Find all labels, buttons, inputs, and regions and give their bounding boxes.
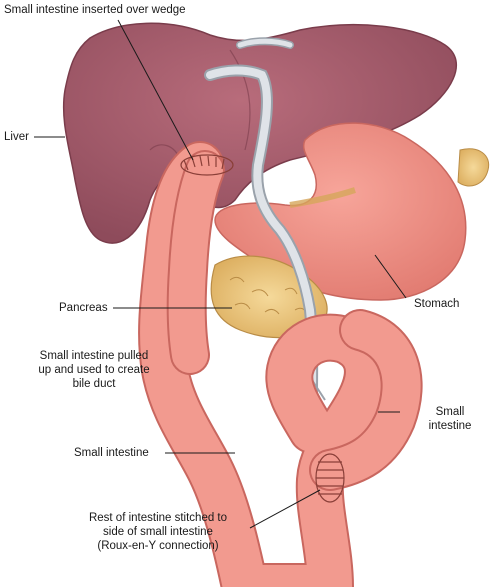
- stitches-roux: [315, 453, 345, 503]
- small-intestine-loop: [138, 141, 423, 587]
- pulled-up-line-3: bile duct: [72, 378, 116, 390]
- label-roux: Rest of intestine stitched to side of sm…: [73, 511, 243, 553]
- leader-lines: [34, 19, 407, 529]
- pulled-up-line-2: up and used to create: [38, 364, 150, 376]
- label-liver: Liver: [4, 131, 29, 143]
- label-pancreas: Pancreas: [59, 302, 108, 314]
- stitches-top: [180, 154, 234, 176]
- roux-line-3: (Roux-en-Y connection): [97, 540, 219, 552]
- pulled-up-line-1: Small intestine pulled: [39, 350, 149, 362]
- label-pulled-up: Small intestine pulled up and used to cr…: [22, 349, 166, 391]
- label-stomach: Stomach: [414, 298, 460, 310]
- small-intestine-right-line-2: intestine: [428, 420, 472, 432]
- pancreas-tail: [457, 148, 490, 187]
- small-intestine-right-line-1: Small: [435, 406, 465, 418]
- roux-line-1: Rest of intestine stitched to: [88, 512, 228, 524]
- roux-line-2: side of small intestine: [103, 526, 213, 538]
- label-small-intestine-left: Small intestine: [74, 447, 149, 459]
- label-small-intestine-right: Small intestine: [420, 405, 480, 433]
- label-small-intestine-inserted: Small intestine inserted over wedge: [4, 4, 186, 16]
